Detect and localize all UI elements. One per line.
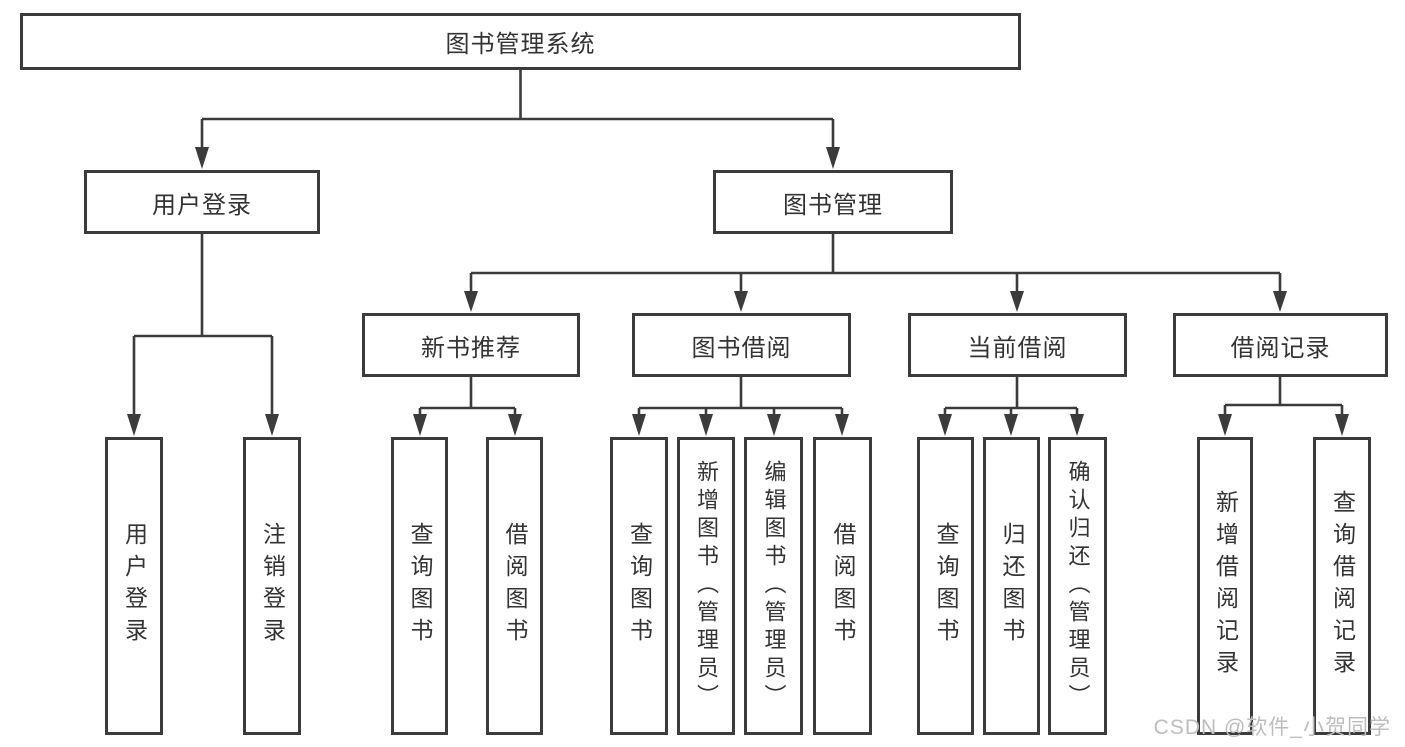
leaf-user-login: 用户登录 (105, 437, 163, 735)
node-label: 新书推荐 (421, 334, 521, 362)
node-label: 图书管理 (783, 191, 883, 219)
node-current-borrowing: 当前借阅 (908, 313, 1127, 377)
node-label: 图书借阅 (691, 334, 792, 362)
leaf-label: 新增图书（管理员） (694, 460, 719, 712)
node-label: 借阅记录 (1230, 334, 1331, 362)
node-library-management-system: 图书管理系统 (20, 13, 1021, 70)
connector-paths (132, 69, 1344, 417)
leaf-query-books-recommend: 查询图书 (391, 437, 448, 735)
leaf-label: 查询图书 (933, 522, 959, 650)
leaf-add-books-admin: 新增图书（管理员） (677, 437, 735, 735)
leaf-label: 确认归还（管理员） (1065, 460, 1091, 712)
leaf-label: 用户登录 (121, 522, 148, 650)
node-book-borrowing: 图书借阅 (632, 313, 851, 377)
leaf-label: 归还图书 (999, 522, 1025, 650)
node-user-login: 用户登录 (84, 170, 320, 234)
node-book-management: 图书管理 (713, 170, 953, 234)
arrowheads (127, 147, 1349, 436)
leaf-label: 借阅图书 (502, 522, 528, 650)
node-new-book-recommendation: 新书推荐 (362, 313, 580, 377)
node-borrowing-records: 借阅记录 (1173, 313, 1388, 377)
leaf-return-books: 归还图书 (983, 437, 1040, 735)
leaf-borrow-books: 借阅图书 (813, 437, 872, 735)
leaf-label: 查询借阅记录 (1329, 490, 1356, 682)
leaf-label: 新增借阅记录 (1212, 490, 1239, 682)
leaf-label: 注销登录 (259, 522, 286, 650)
leaf-query-books-current: 查询图书 (917, 437, 974, 735)
leaf-label: 查询图书 (626, 522, 653, 650)
node-label: 当前借阅 (967, 334, 1068, 362)
leaf-label: 借阅图书 (830, 522, 856, 650)
csdn-watermark: CSDN @软件_小贺同学 (1153, 716, 1391, 739)
leaf-label: 查询图书 (407, 522, 433, 650)
leaf-query-books-borrow: 查询图书 (610, 437, 668, 735)
leaf-label: 编辑图书（管理员） (761, 460, 787, 712)
leaf-edit-books-admin: 编辑图书（管理员） (744, 437, 803, 735)
node-label: 用户登录 (152, 191, 252, 219)
node-label: 图书管理系统 (445, 31, 596, 58)
leaf-logout: 注销登录 (243, 437, 301, 735)
leaf-confirm-return-admin: 确认归还（管理员） (1048, 437, 1107, 735)
leaf-query-borrow-record: 查询借阅记录 (1313, 437, 1371, 735)
leaf-add-borrow-record: 新增借阅记录 (1197, 437, 1253, 735)
leaf-borrow-books-recommend: 借阅图书 (486, 437, 543, 735)
